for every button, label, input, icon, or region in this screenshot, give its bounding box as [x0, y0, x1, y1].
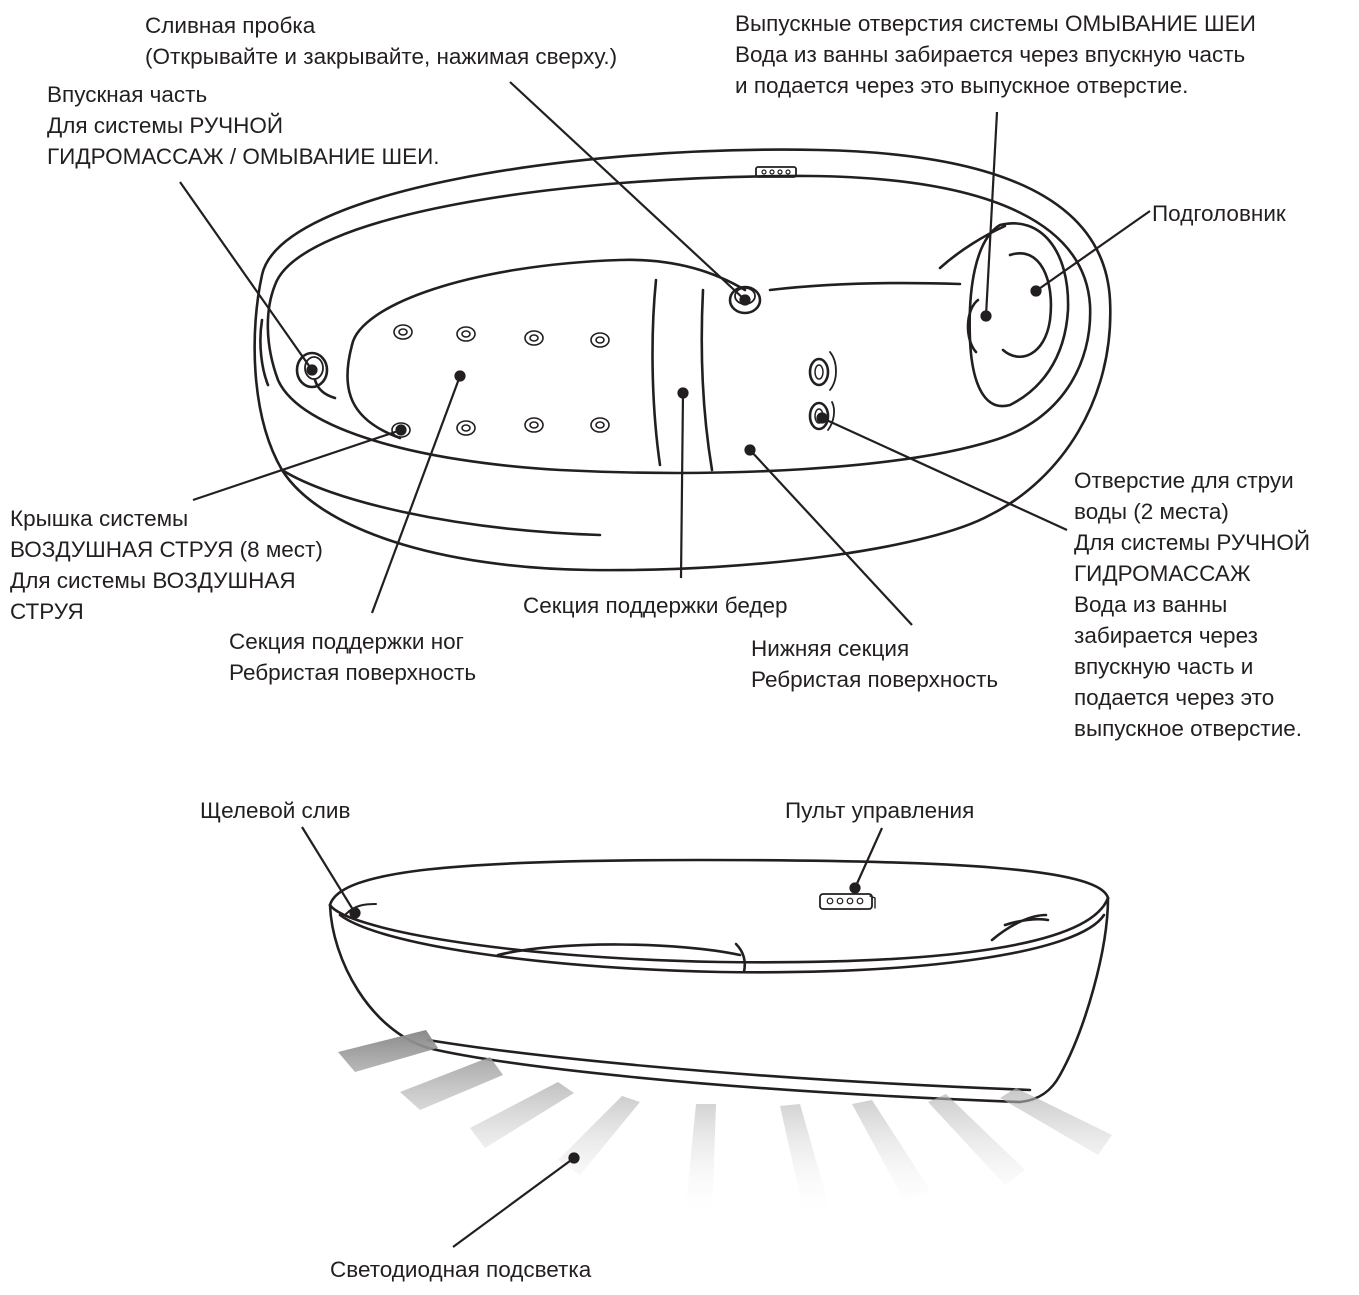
label-line: подается через это [1074, 682, 1310, 713]
label-control-panel: Пульт управления [785, 795, 974, 826]
label-line: ГИДРОМАССАЖ [1074, 558, 1310, 589]
label-led-light: Светодиодная подсветка [330, 1254, 591, 1285]
label-line: Ребристая поверхность [751, 664, 998, 695]
label-line: и подается через это выпускное отверстие… [735, 70, 1256, 101]
label-line: Секция поддержки ног [229, 626, 476, 657]
label-line: Светодиодная подсветка [330, 1254, 591, 1285]
label-line: Секция поддержки бедер [523, 590, 788, 621]
label-line: Подголовник [1152, 198, 1286, 229]
label-line: Крышка системы [10, 503, 323, 534]
label-line: впускную часть и [1074, 651, 1310, 682]
label-line: (Открывайте и закрывайте, нажимая сверху… [145, 41, 617, 72]
label-water-jet: Отверстие для струи воды (2 места) Для с… [1074, 465, 1310, 744]
label-line: Пульт управления [785, 795, 974, 826]
label-inlet: Впускная часть Для системы РУЧНОЙ ГИДРОМ… [47, 79, 440, 172]
label-leg-support: Секция поддержки ног Ребристая поверхнос… [229, 626, 476, 688]
bathtub-side-view-icon [330, 860, 1108, 1102]
leader-lines-side [302, 827, 882, 1247]
label-slot-drain: Щелевой слив [200, 795, 350, 826]
label-line: Сливная пробка [145, 10, 617, 41]
label-drain-stopper: Сливная пробка (Открывайте и закрывайте,… [145, 10, 617, 72]
label-line: СТРУЯ [10, 596, 323, 627]
label-air-jet-cover: Крышка системы ВОЗДУШНАЯ СТРУЯ (8 мест) … [10, 503, 323, 627]
label-line: воды (2 места) [1074, 496, 1310, 527]
label-line: Нижняя секция [751, 633, 998, 664]
label-neck-outlets: Выпускные отверстия системы ОМЫВАНИЕ ШЕИ… [735, 8, 1256, 101]
label-line: Для системы РУЧНОЙ [1074, 527, 1310, 558]
label-line: Для системы ВОЗДУШНАЯ [10, 565, 323, 596]
label-line: ГИДРОМАССАЖ / ОМЫВАНИЕ ШЕИ. [47, 141, 440, 172]
label-line: ВОЗДУШНАЯ СТРУЯ (8 мест) [10, 534, 323, 565]
label-line: Щелевой слив [200, 795, 350, 826]
label-bottom-section: Нижняя секция Ребристая поверхность [751, 633, 998, 695]
label-line: Впускная часть [47, 79, 440, 110]
label-line: забирается через [1074, 620, 1310, 651]
label-line: выпускное отверстие. [1074, 713, 1310, 744]
label-thigh-support: Секция поддержки бедер [523, 590, 788, 621]
label-line: Выпускные отверстия системы ОМЫВАНИЕ ШЕИ [735, 8, 1256, 39]
label-line: Отверстие для струи [1074, 465, 1310, 496]
label-line: Ребристая поверхность [229, 657, 476, 688]
label-headrest: Подголовник [1152, 198, 1286, 229]
label-line: Вода из ванны [1074, 589, 1310, 620]
label-line: Вода из ванны забирается через впускную … [735, 39, 1256, 70]
led-light-rays-icon [338, 1030, 1112, 1218]
label-line: Для системы РУЧНОЙ [47, 110, 440, 141]
